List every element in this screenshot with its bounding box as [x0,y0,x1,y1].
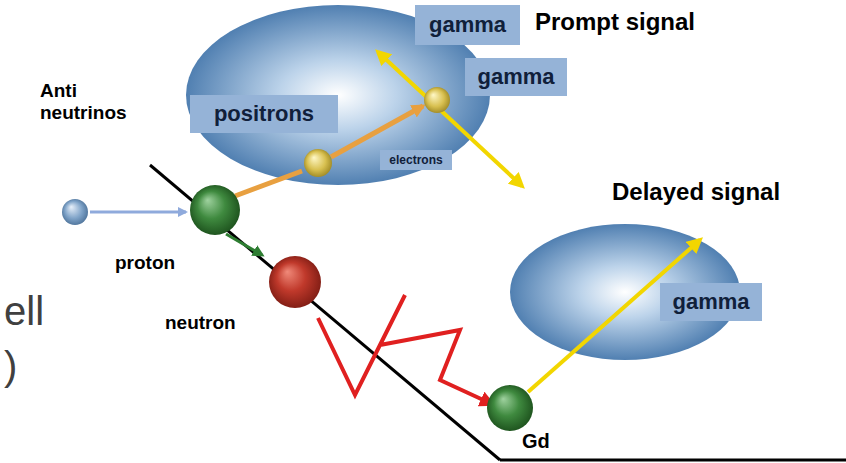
particle-label: Gd [522,430,550,453]
particle-label: neutron [165,312,236,334]
box-label: gamma [477,64,554,90]
positron-sphere [304,149,332,177]
signal-title: Prompt signal [535,8,695,36]
annihilation-sphere [424,87,450,113]
neutrino-arrow [90,211,186,214]
cell-outline [150,165,500,460]
label-box: positrons [190,95,338,133]
particle-label: proton [115,252,175,274]
neutron-arrow [226,234,262,255]
label-box: gamma [465,58,567,96]
particle-label-holder: proton [115,252,175,274]
box-label: gamma [672,289,749,315]
neutron-walk [318,295,492,404]
signal-title-holder: Delayed signal [612,178,780,206]
particle-label-holder: Anti neutrinos [40,80,127,124]
positron-arrow [235,171,302,196]
particle-label-holder: Gd [522,430,550,453]
slide-fragment: ell [4,288,44,334]
cell-outline [500,459,846,462]
particle-label: Anti neutrinos [40,80,127,124]
box-label: positrons [214,101,314,127]
gd-sphere [487,385,533,431]
slide-fragment-holder: ell [4,288,44,334]
antineutrino-sphere [62,199,88,225]
neutron-sphere [269,256,321,308]
box-label: electrons [389,153,442,167]
particle-label-holder: neutron [165,312,236,334]
slide-fragment: ) [4,343,17,389]
box-label: gamma [429,12,506,38]
proton-sphere [190,185,240,235]
label-box: gamma [415,5,520,45]
label-box: electrons [380,150,452,170]
slide-fragment-holder: ) [4,343,17,389]
signal-title-holder: Prompt signal [535,8,695,36]
label-box: gamma [660,283,762,321]
signal-title: Delayed signal [612,178,780,206]
